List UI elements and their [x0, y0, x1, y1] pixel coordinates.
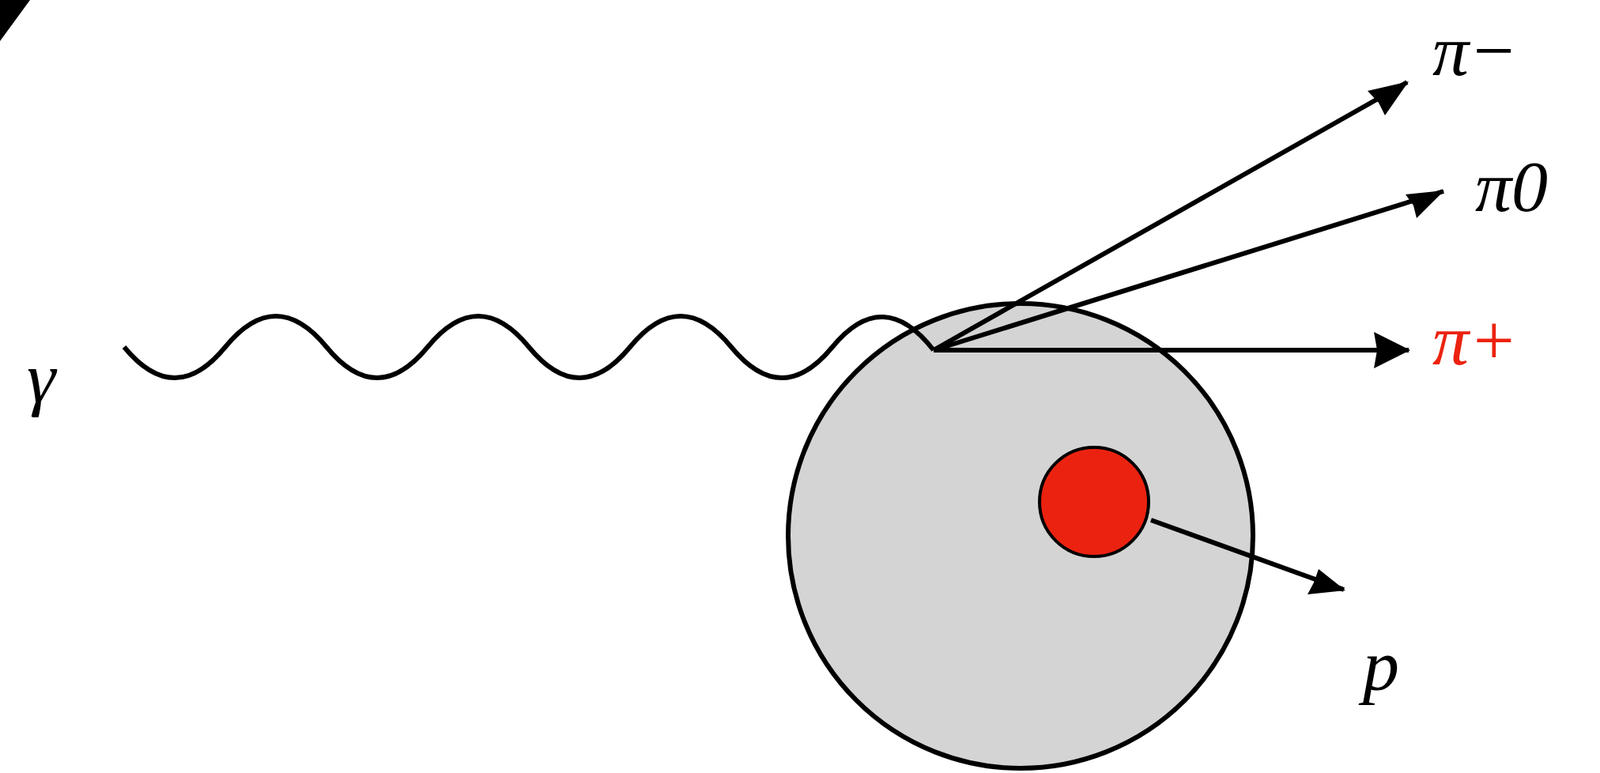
arrowhead: [1367, 81, 1409, 116]
arrowhead: [1405, 190, 1445, 219]
corner-mark: [0, 0, 31, 42]
pi-zero-track: [933, 191, 1444, 351]
arrowhead: [1307, 569, 1346, 595]
pion-label: π+: [1432, 303, 1518, 377]
nucleus: [788, 303, 1253, 769]
proton: [1039, 447, 1149, 557]
pi-minus-track: [933, 82, 1408, 351]
pion-label: π0: [1475, 150, 1548, 223]
arrowhead: [1373, 332, 1411, 369]
photon-wave: [124, 316, 934, 378]
proton-label: p: [1362, 629, 1400, 702]
photon-label: γ: [26, 341, 56, 415]
pi-plus-track: [933, 347, 1409, 353]
proton-track: [1150, 520, 1344, 590]
pion-label: π−: [1432, 14, 1518, 87]
